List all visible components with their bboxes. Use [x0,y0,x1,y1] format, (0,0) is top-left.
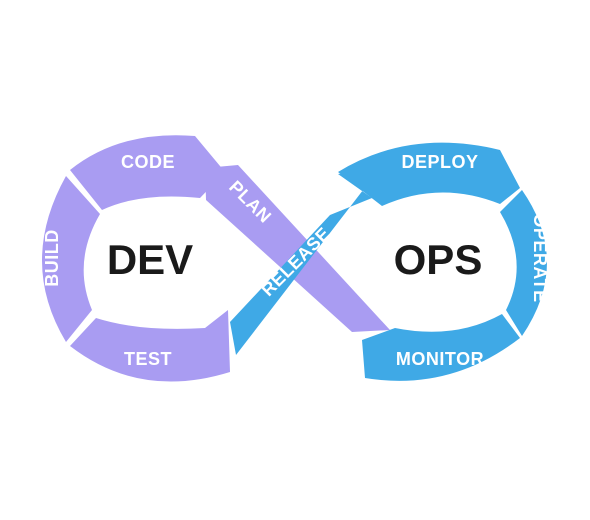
label-monitor: MONITOR [396,349,484,369]
segment-deploy [338,142,520,206]
label-code: CODE [121,152,175,172]
label-deploy: DEPLOY [401,152,478,172]
segment-code [70,135,225,210]
label-operate: OPERATE [530,213,550,302]
label-test: TEST [124,349,172,369]
segment-release [230,168,380,355]
segment-build [42,176,100,342]
dev-loop [42,135,390,382]
label-ops: OPS [394,236,483,283]
label-dev: DEV [107,236,193,283]
segment-monitor [362,314,520,381]
segment-operate [500,190,547,336]
ops-loop [230,142,547,381]
segment-plan [205,165,390,332]
label-build: BUILD [42,229,62,287]
segment-test [70,310,230,382]
